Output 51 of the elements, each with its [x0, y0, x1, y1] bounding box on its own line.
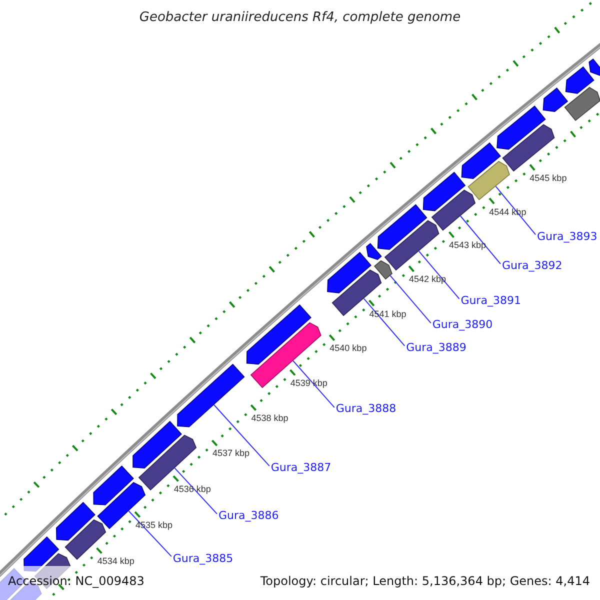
leader-line: [460, 216, 501, 264]
scale-label: 4545 kbp: [530, 173, 567, 184]
gene-feature: [502, 124, 555, 172]
scale-label: 4536 kbp: [174, 484, 211, 494]
gene-feature: [177, 364, 245, 428]
gene-feature: [496, 106, 546, 150]
gene-feature: [132, 420, 182, 469]
accession-text: Accession: NC_009483: [8, 574, 144, 588]
leader-line: [292, 360, 335, 408]
scale-label: 4537 kbp: [212, 448, 250, 458]
gene-feature: [461, 142, 501, 180]
gene-feature: [374, 260, 392, 280]
gene-feature: [422, 172, 466, 212]
gene-label: Gura_3885: [172, 552, 234, 564]
gene-label: Gura_3886: [218, 508, 279, 522]
gene-feature: [564, 86, 600, 122]
gene-label: Gura_3893: [537, 230, 598, 243]
gene-feature: [327, 252, 372, 294]
gene-feature: [246, 304, 312, 365]
leader-line: [174, 468, 218, 514]
leader-line: [390, 275, 432, 324]
leader-line: [214, 404, 270, 466]
scale-label: 4540 kbp: [330, 343, 367, 354]
gene-feature: [588, 58, 600, 76]
gene-feature: [431, 190, 476, 231]
gene-feature: [542, 88, 568, 112]
genome-summary-text: Topology: circular; Length: 5,136,364 bp; Genes: 4,414: [260, 574, 590, 588]
gene-label: Gura_3888: [336, 402, 396, 416]
leader-line: [418, 250, 460, 300]
leader-line: [128, 510, 172, 557]
scale-label: 4534 kbp: [97, 556, 134, 566]
scale-label: 4539 kbp: [290, 378, 328, 388]
gene-feature: [468, 160, 510, 200]
gene-label: Gura_3889: [406, 340, 466, 354]
gene-label: Gura_3887: [270, 460, 332, 474]
scale-label: 4538 kbp: [251, 413, 288, 423]
gene-feature: [138, 434, 197, 490]
gene-feature: [565, 66, 594, 94]
gene-feature: [93, 466, 134, 506]
gene-feature: [366, 242, 382, 260]
gene-feature: [56, 502, 96, 541]
scale-label: 4543 kbp: [448, 240, 486, 250]
gene-feature: [24, 536, 60, 572]
gene-label: Gura_3891: [460, 294, 521, 307]
leader-line: [363, 298, 406, 346]
gene-feature: [377, 204, 428, 250]
gene-feature: [384, 220, 440, 271]
leader-line: [495, 186, 536, 236]
diagram-title: Geobacter uraniireducens Rf4, complete genome: [138, 10, 462, 25]
gene-label: Gura_3892: [502, 258, 562, 272]
gene-label: Gura_3890: [432, 318, 493, 332]
